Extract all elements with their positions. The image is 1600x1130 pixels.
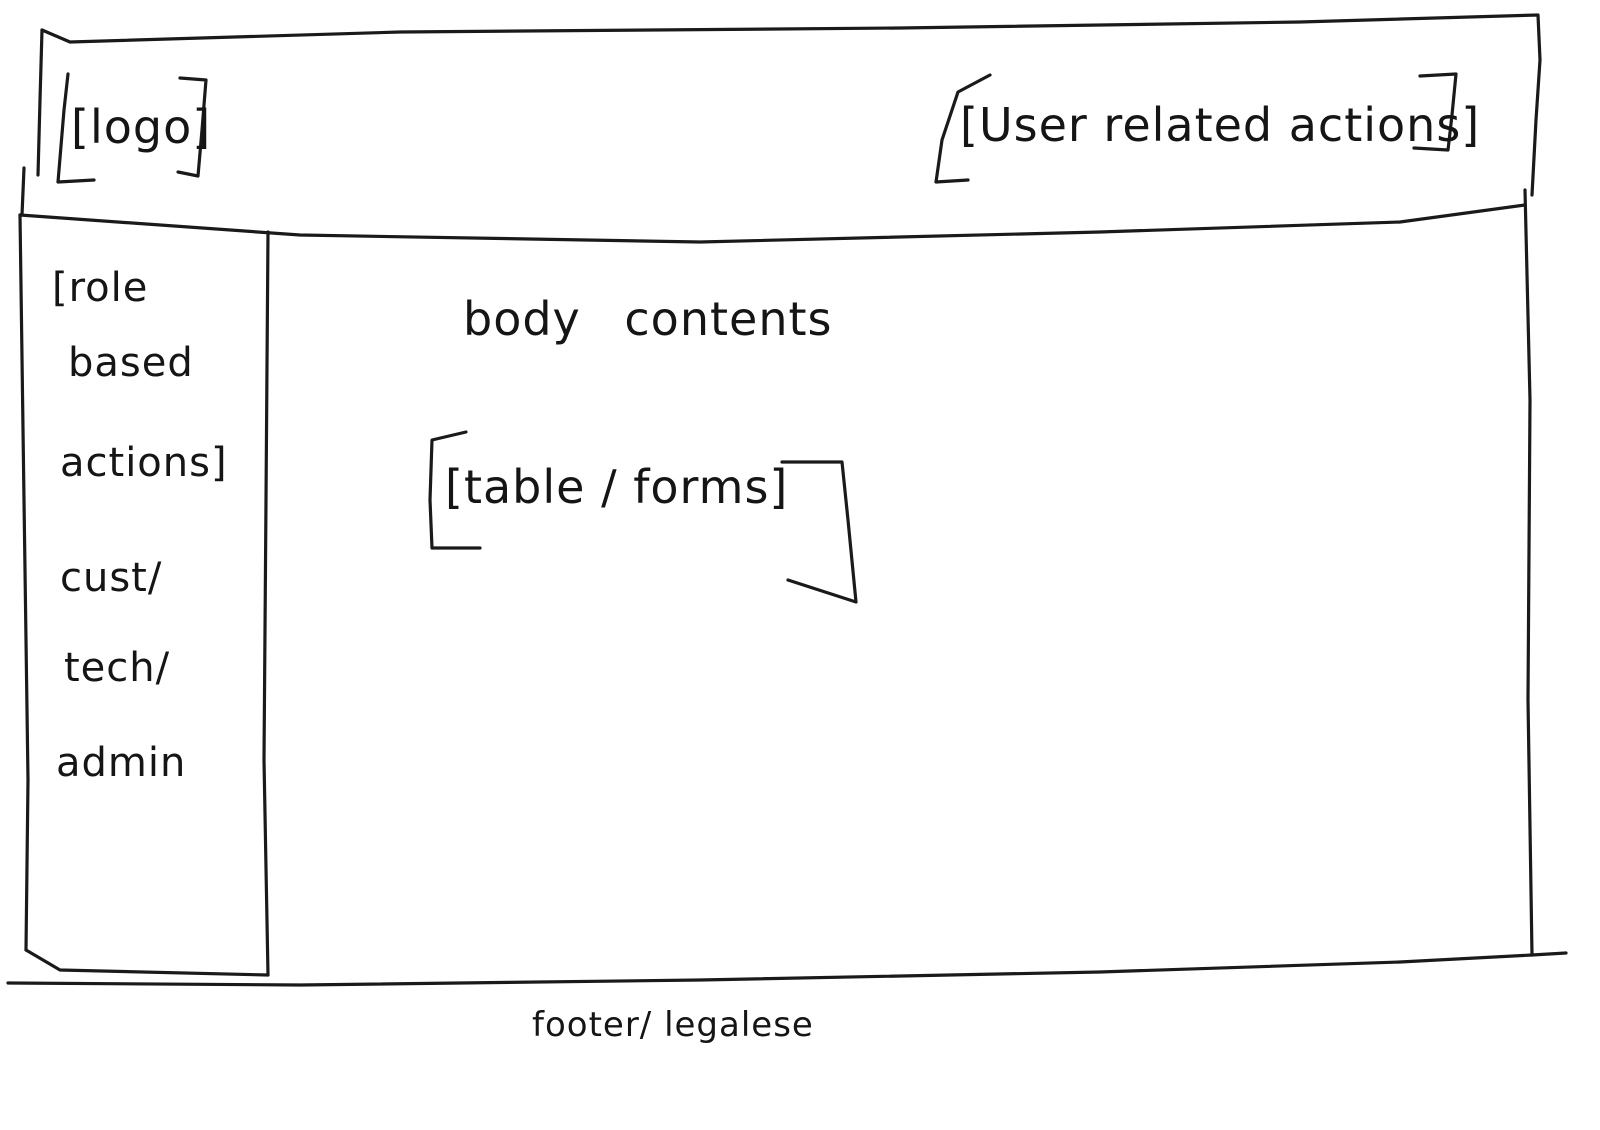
footer-legalese: footer/ legalese: [532, 1005, 814, 1045]
sidebar: [role based actions] cust/ tech/ admin: [30, 235, 270, 970]
role-item-tech[interactable]: tech/: [64, 645, 171, 691]
footer: footer/ legalese: [0, 985, 1600, 1130]
logo-placeholder[interactable]: [logo]: [55, 70, 215, 185]
body-content-area: body contents [table / forms]: [275, 240, 1530, 960]
body-contents-heading: body contents: [463, 292, 833, 346]
user-actions-placeholder[interactable]: [User related actions]: [930, 70, 1479, 185]
role-actions-line-1: [role: [52, 265, 149, 311]
role-actions-line-2: based: [68, 340, 194, 386]
logo-label: [logo]: [71, 100, 212, 154]
table-forms-placeholder[interactable]: [table / forms]: [445, 460, 789, 514]
role-item-admin[interactable]: admin: [56, 740, 187, 786]
user-actions-label: [User related actions]: [960, 98, 1481, 152]
role-actions-line-3: actions]: [60, 440, 228, 486]
role-item-cust[interactable]: cust/: [60, 555, 163, 601]
